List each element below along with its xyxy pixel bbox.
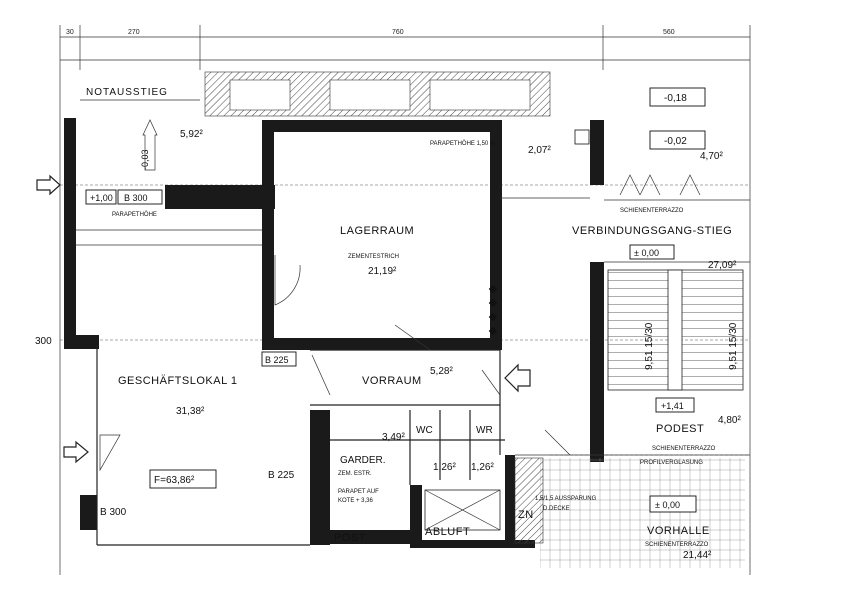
aussparung-label: 1,5/1,5 AUSSPARUNG (535, 496, 597, 502)
stair-left-label: 9,51 15/30 (644, 322, 655, 370)
stair-triangles (619, 174, 701, 196)
room-vorhalle: VORHALLE (647, 525, 710, 537)
podest-floor: SCHIENENTERRAZZO (652, 446, 716, 452)
vorhalle-tiles (540, 458, 745, 568)
top-dim-1: 30 (66, 29, 74, 36)
parapethoehe-top: PARAPETHÖHE 1,50 m (430, 140, 495, 147)
area-592: 5,92² (180, 129, 203, 140)
level-box-plus141 (655, 397, 695, 413)
level-box-minus002 (649, 130, 706, 150)
top-dim-4: 560 (663, 29, 675, 36)
f-area-label: F=63,86² (154, 475, 195, 486)
room-podest: PODEST (656, 423, 704, 435)
lagerraum-floor: ZEMENTESTRICH (348, 254, 399, 260)
level-minus003: -0,03 (140, 149, 150, 170)
room-vorraum: VORRAUM (362, 375, 422, 387)
wr-area: 1,26² (471, 462, 494, 473)
room-zn: ZN (518, 509, 534, 521)
b225-left-box (261, 351, 297, 367)
entry-arrow-vorraum (504, 363, 531, 393)
garder-floor: ZEM. ESTR. (338, 471, 372, 477)
geschaeftslokal-area: 31,38² (176, 406, 205, 417)
podest-area: 4,80² (718, 415, 741, 426)
level-minus018: -0,18 (664, 93, 687, 104)
top-dim-2: 270 (128, 29, 140, 36)
room-abluft: ABLUFT (425, 526, 470, 538)
entry-arrow-left-top (36, 174, 61, 196)
level-plus100: +1,00 (90, 193, 113, 203)
top-dim-3: 760 (392, 29, 404, 36)
decke-label: D.DECKE (543, 506, 570, 512)
door-swings (99, 255, 571, 472)
vorhalle-floor: SCHIENENTERRAZZO (645, 542, 709, 548)
room-garder: GARDER. (340, 455, 386, 466)
f-area-box (149, 469, 217, 489)
room-lagerraum: LAGERRAUM (340, 225, 414, 237)
room-post: POST (334, 532, 366, 544)
b300-top-box (117, 189, 163, 205)
profilverglasung-label: PROFILVERGLASUNG (640, 460, 703, 466)
level-zero-stair: ± 0,00 (634, 248, 659, 258)
up-arrow-marker (142, 119, 158, 171)
room-wc: WC (416, 425, 433, 436)
level-box-zero-hall (649, 495, 697, 513)
lagerraum-area: 21,19² (368, 266, 397, 277)
b300-top-label: B 300 (124, 193, 148, 203)
level-box-zero-stair (629, 244, 675, 260)
area-207: 2,07² (528, 145, 551, 156)
entry-arrow-left-bottom (63, 440, 89, 464)
vorraum-area: 5,28² (430, 366, 453, 377)
level-zero-hall: ± 0,00 (655, 500, 680, 510)
notausstieg-label: NOTAUSSTIEG (86, 87, 168, 98)
level-box-plus100 (85, 189, 117, 205)
small-window (574, 129, 590, 145)
b300-bottom-label: B 300 (100, 507, 127, 518)
area-2709: 27,09² (708, 260, 737, 271)
dim-300-left: 300 (35, 336, 52, 347)
diamond-markers (488, 284, 498, 336)
wc-area: 1,26² (433, 462, 456, 473)
interior-lines (76, 197, 750, 546)
vorhalle-area: 21,44² (683, 550, 712, 561)
room-wr: WR (476, 425, 493, 436)
level-minus002: -0,02 (664, 136, 687, 147)
garder-note2: KOTE + 3,36 (338, 498, 374, 504)
level-plus141: +1,41 (661, 401, 684, 411)
level-box-minus018 (649, 87, 706, 107)
stair-right-label: 9,51 15/30 (728, 322, 739, 370)
b225-mid-label: B 225 (268, 470, 295, 481)
room-geschaeftslokal: GESCHÄFTSLOKAL 1 (118, 375, 237, 387)
room-verbindungsgang: VERBINDUNGSGANG-STIEG (572, 225, 732, 237)
walls (64, 118, 604, 548)
area-470: 4,70² (700, 151, 723, 162)
parapethoehe-label: PARAPETHÖHE (112, 211, 157, 218)
b225-left-label: B 225 (265, 355, 289, 365)
garder-area: 3,49² (382, 432, 405, 443)
garder-note1: PARAPET AUF (338, 489, 379, 495)
schienenterrazzo-top: SCHIENENTERRAZZO (620, 208, 684, 214)
